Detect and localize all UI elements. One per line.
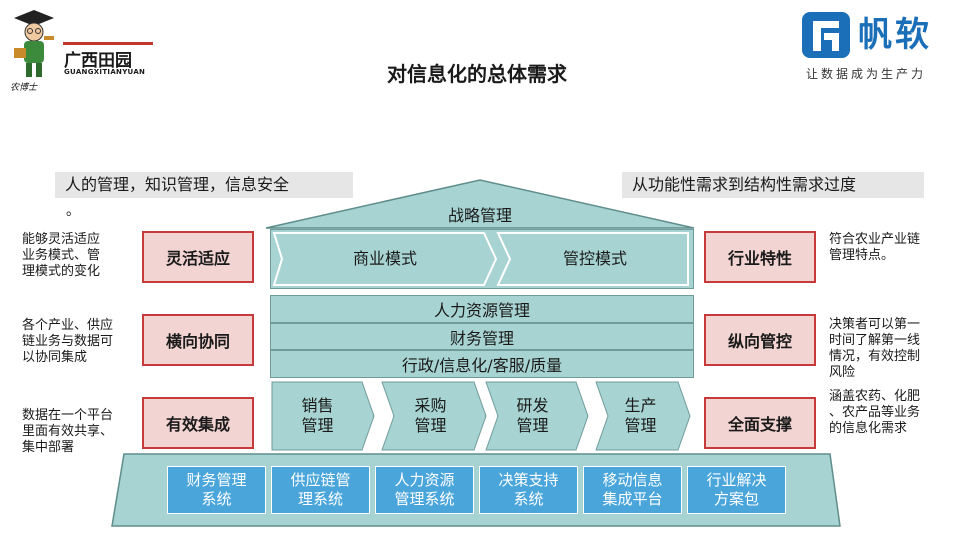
process-sales-line2: 管理 — [301, 416, 334, 435]
system-mobile-line1: 移动信息 — [602, 471, 663, 489]
system-hr: 人力资源 管理系统 — [375, 466, 474, 514]
process-chevrons — [271, 381, 691, 451]
system-finance-line1: 财务管理 — [186, 471, 247, 489]
mode-control: 管控模式 — [562, 249, 627, 268]
process-rd-line1: 研发 — [516, 396, 549, 415]
process-sales-line1: 销售 — [301, 396, 334, 415]
logo-left-sub: GUANGXITIANYUAN — [64, 68, 146, 76]
left-desc-integration-line: 里面有效共享、 — [22, 424, 114, 439]
left-desc-horizontal-line: 各个产业、供应 — [22, 318, 114, 333]
banner-left: 人的管理，知识管理，信息安全 — [55, 172, 353, 198]
logo-right-slogan: 让数据成为生产力 — [806, 67, 927, 81]
mascot-caption: 农博士 — [10, 83, 38, 93]
system-hr-line2: 管理系统 — [394, 490, 455, 508]
system-decision: 决策支持 系统 — [479, 466, 578, 514]
system-mobile: 移动信息 集成平台 — [583, 466, 682, 514]
right-desc-vertical-line: 风险 — [829, 365, 856, 380]
band-admin: 行政/信息化/客服/质量 — [270, 350, 694, 378]
process-sales: 销售 管理 — [275, 396, 360, 436]
right-desc-vertical-line: 情况，有效控制 — [829, 349, 921, 364]
left-desc-integration: 数据在一个平台 里面有效共享、 集中部署 — [22, 408, 140, 456]
roof-shape — [265, 179, 695, 229]
label-support: 全面支撑 — [704, 397, 816, 449]
right-desc-industry-line: 符合农业产业链 — [829, 232, 921, 247]
right-desc-vertical-line: 时间了解第一线 — [829, 333, 921, 348]
band-finance: 财务管理 — [270, 323, 694, 350]
roof-label: 战略管理 — [447, 206, 512, 225]
mode-business: 商业模式 — [352, 249, 417, 268]
left-desc-flexible: 能够灵活适应 业务模式、管 理模式的变化 — [22, 232, 140, 280]
right-desc-vertical: 决策者可以第一 时间了解第一线 情况，有效控制 风险 — [829, 317, 951, 381]
process-purchase-line1: 采购 — [414, 396, 447, 415]
logo-right-name: 帆软 — [858, 15, 932, 55]
right-desc-vertical-line: 决策者可以第一 — [829, 317, 921, 332]
logo-left: 农博士 广西田园 GUANGXITIANYUAN — [8, 8, 158, 93]
logo-flag-icon — [63, 42, 153, 45]
system-finance-line2: 系统 — [201, 490, 232, 508]
system-finance: 财务管理 系统 — [167, 466, 266, 514]
right-desc-industry: 符合农业产业链 管理特点。 — [829, 232, 951, 264]
banner-right: 从功能性需求到结构性需求过度 — [622, 172, 924, 198]
mascot-icon — [14, 10, 54, 77]
system-decision-line1: 决策支持 — [498, 471, 559, 489]
label-flexible: 灵活适应 — [142, 231, 254, 283]
process-production-line1: 生产 — [624, 396, 657, 415]
banner-left-tail: 。 — [66, 203, 80, 219]
process-purchase: 采购 管理 — [388, 396, 473, 436]
left-desc-horizontal-line: 以协同集成 — [22, 350, 88, 365]
system-industry-line1: 行业解决 — [706, 471, 767, 489]
system-supply-chain-line2: 理系统 — [297, 490, 343, 508]
left-desc-flexible-line: 能够灵活适应 — [22, 232, 101, 247]
band-hr: 人力资源管理 — [270, 295, 694, 323]
fanruan-logo-icon — [802, 12, 850, 58]
system-decision-line2: 系统 — [513, 490, 544, 508]
left-desc-horizontal-line: 链业务与数据可 — [22, 334, 114, 349]
right-desc-support-line: 、农产品等业务 — [829, 405, 921, 420]
right-desc-support-line: 涵盖农药、化肥 — [829, 389, 921, 404]
system-supply-chain-line1: 供应链管 — [290, 471, 351, 489]
process-production-line2: 管理 — [624, 416, 657, 435]
right-desc-industry-line: 管理特点。 — [829, 248, 895, 263]
left-desc-integration-line: 数据在一个平台 — [22, 408, 114, 423]
logo-left-name: 广西田园 — [64, 51, 132, 71]
system-industry-line2: 方案包 — [713, 490, 759, 508]
left-desc-flexible-line: 理模式的变化 — [22, 264, 101, 279]
page-title: 对信息化的总体需求 — [387, 62, 567, 86]
modes-arrows — [272, 232, 689, 286]
system-supply-chain: 供应链管 理系统 — [271, 466, 370, 514]
left-desc-integration-line: 集中部署 — [22, 440, 75, 455]
system-hr-line1: 人力资源 — [394, 471, 455, 489]
logo-right: 帆软 让数据成为生产力 — [800, 10, 950, 85]
left-desc-flexible-line: 业务模式、管 — [22, 248, 101, 263]
right-desc-support: 涵盖农药、化肥 、农产品等业务 的信息化需求 — [829, 389, 951, 437]
process-purchase-line2: 管理 — [414, 416, 447, 435]
system-industry: 行业解决 方案包 — [687, 466, 786, 514]
label-vertical: 纵向管控 — [704, 314, 816, 366]
label-horizontal: 横向协同 — [142, 314, 254, 366]
process-rd: 研发 管理 — [490, 396, 575, 436]
process-production: 生产 管理 — [598, 396, 683, 436]
system-mobile-line2: 集成平台 — [602, 490, 663, 508]
right-desc-support-line: 的信息化需求 — [829, 421, 908, 436]
label-industry: 行业特性 — [704, 231, 816, 283]
process-rd-line2: 管理 — [516, 416, 549, 435]
left-desc-horizontal: 各个产业、供应 链业务与数据可 以协同集成 — [22, 318, 140, 366]
label-integration: 有效集成 — [142, 397, 254, 449]
